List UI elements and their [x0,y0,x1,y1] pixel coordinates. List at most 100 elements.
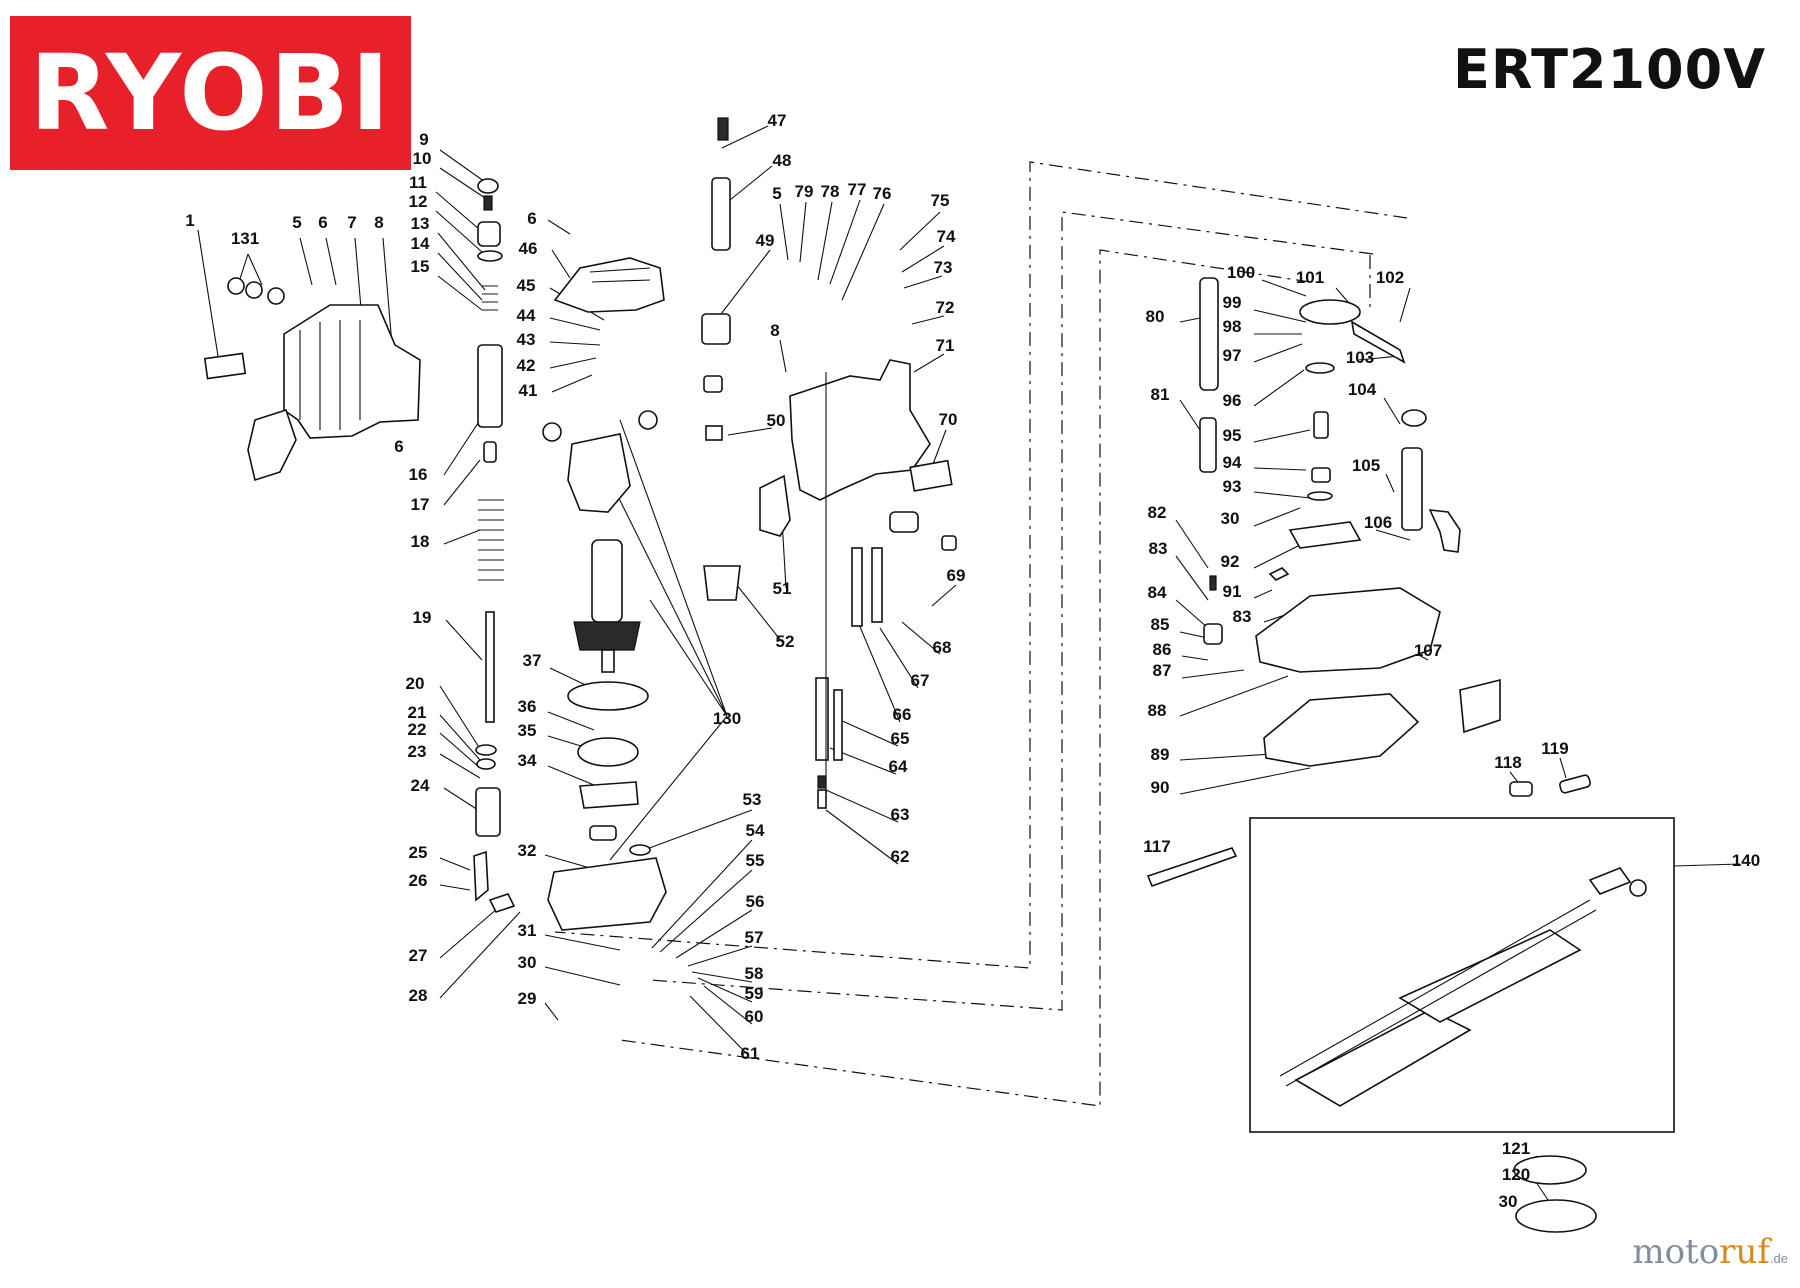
part-callout: 64 [889,757,908,776]
part-callout: 74 [937,227,956,246]
part-callout: 79 [795,182,814,201]
brand-logo: RYOBI [10,16,411,170]
part-callout: 63 [891,805,910,824]
part-callout: 24 [411,776,430,795]
part-callout: 34 [518,751,537,770]
part-callout: 45 [517,276,536,295]
spindle-assembly [473,178,516,913]
part-callout: 20 [406,674,425,693]
part-callout: 90 [1151,778,1170,797]
model-number: ERT2100V [1453,38,1766,101]
part-callout: 61 [741,1044,760,1063]
part-callout: 103 [1346,348,1374,367]
part-callout: 131 [231,229,259,248]
parallel-guide-kit [1249,817,1675,1133]
part-callout: 140 [1732,851,1760,870]
part-callout: 7 [347,213,356,232]
part-callout: 35 [518,721,537,740]
brand-logo-text: RYOBI [29,32,392,154]
part-callout: 75 [931,191,950,210]
part-callout: 84 [1148,583,1167,602]
part-callout: 69 [947,566,966,585]
part-callout: 81 [1151,385,1170,404]
part-callout: 100 [1227,263,1255,282]
watermark-suffix: .de [1769,1251,1788,1266]
part-callout: 104 [1348,380,1377,399]
part-callout: 6 [318,213,327,232]
assembly-guide-lines [554,161,1408,1107]
part-callout: 54 [746,821,765,840]
part-callout: 67 [911,671,930,690]
part-callout: 30 [1221,509,1240,528]
part-callout: 130 [713,709,741,728]
part-callout: 55 [746,851,765,870]
part-callout: 57 [745,928,764,947]
part-callout: 87 [1153,661,1172,680]
part-callout: 30 [1499,1192,1518,1211]
rating-label [909,459,953,492]
part-callout: 65 [891,729,910,748]
part-callout: 11 [409,173,427,192]
part-callout: 106 [1364,513,1392,532]
part-callout: 92 [1221,552,1240,571]
part-callout: 51 [773,579,792,598]
part-callout: 89 [1151,745,1170,764]
part-callout: 49 [756,231,775,250]
part-callout: 82 [1148,503,1167,522]
part-callout: 94 [1223,453,1242,472]
part-callout: 31 [518,921,537,940]
part-callout: 77 [848,180,867,199]
part-callout: 98 [1223,317,1242,336]
part-callout: 17 [411,495,430,514]
part-callout: 16 [409,465,428,484]
part-callout: 56 [746,892,765,911]
part-callout: 102 [1376,268,1404,287]
part-callout: 76 [873,184,892,203]
part-callout: 83 [1233,607,1252,626]
part-callout: 6 [527,209,536,228]
part-callout: 5 [292,213,301,232]
part-callout: 21 [408,703,427,722]
part-callout: 95 [1223,426,1242,445]
part-callout: 44 [517,306,536,325]
part-callout: 93 [1223,477,1242,496]
part-callout: 27 [409,946,428,965]
part-callout: 12 [409,192,428,211]
part-callout: 9 [419,130,428,149]
part-callout: 14 [411,234,430,253]
part-callout: 52 [776,632,795,651]
part-callout: 96 [1223,391,1242,410]
part-callout: 8 [374,213,383,232]
watermark: motoruf.de [1632,1232,1788,1272]
part-callout: 99 [1223,293,1242,312]
part-callout: 58 [745,964,764,983]
part-callout: 8 [770,321,779,340]
part-callout: 91 [1223,582,1242,601]
part-callout: 53 [743,790,762,809]
part-callout: 42 [517,356,536,375]
part-callout: 120 [1502,1165,1530,1184]
part-callout: 66 [893,705,912,724]
plunge-base [1199,277,1501,767]
part-callout: 25 [409,843,428,862]
part-callout: 46 [519,239,538,258]
part-callout: 70 [939,410,958,429]
part-callout: 50 [767,411,786,430]
part-callout: 30 [518,953,537,972]
part-callout: 118 [1494,753,1521,772]
part-callout: 41 [519,381,538,400]
part-callout: 5 [772,184,781,203]
part-callout: 88 [1148,701,1167,720]
part-callout: 36 [518,697,537,716]
part-callout: 117 [1143,837,1170,856]
part-callout: 48 [773,151,792,170]
accessories [1146,774,1597,1233]
part-callout: 43 [517,330,536,349]
part-callout: 68 [933,638,952,657]
part-callout: 121 [1502,1139,1530,1158]
part-callout: 83 [1149,539,1168,558]
label-plate [203,352,247,380]
motor-armature [542,410,667,931]
